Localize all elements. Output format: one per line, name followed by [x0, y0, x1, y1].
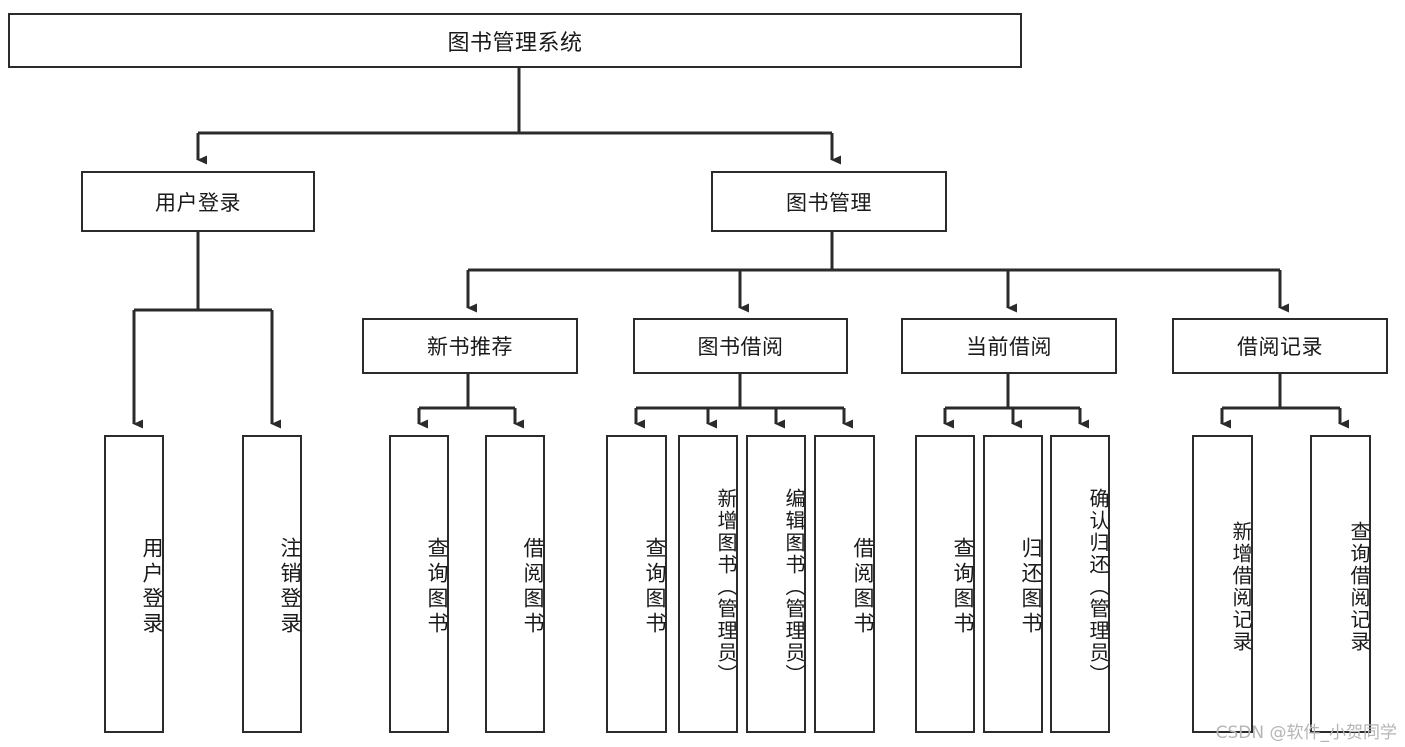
node-leaf-user-login-signout[interactable]: 注销登录	[242, 435, 302, 733]
node-label: 当前借阅	[966, 335, 1052, 359]
node-label: 借阅图书	[851, 537, 875, 637]
node-label: 借阅记录	[1237, 335, 1323, 359]
node-leaf-current-borrow-return-book[interactable]: 归还图书	[983, 435, 1043, 733]
node-root-book-management-system[interactable]: 图书管理系统	[8, 13, 1022, 68]
node-label: 查询借阅记录	[1347, 521, 1371, 653]
node-label: 图书管理	[786, 190, 872, 215]
node-label: 新增图书（管理员）	[714, 488, 738, 686]
node-leaf-borrow-record-add-record[interactable]: 新增借阅记录	[1192, 435, 1253, 733]
node-leaf-new-book-query-book[interactable]: 查询图书	[389, 435, 449, 733]
node-label: 图书借阅	[697, 335, 784, 359]
node-label: 图书管理系统	[447, 30, 583, 56]
watermark-credit: CSDN @软件_小贺同学	[1215, 723, 1397, 743]
node-label: 归还图书	[1019, 537, 1043, 637]
node-label: 编辑图书（管理员）	[782, 488, 806, 686]
node-book-borrow[interactable]: 图书借阅	[633, 318, 848, 374]
node-borrow-record[interactable]: 借阅记录	[1172, 318, 1388, 374]
node-current-borrow[interactable]: 当前借阅	[901, 318, 1117, 374]
node-leaf-user-login-signin[interactable]: 用户登录	[104, 435, 164, 733]
node-label: 注销登录	[278, 537, 302, 637]
node-leaf-book-borrow-query-book[interactable]: 查询图书	[606, 435, 667, 733]
node-new-book-recommend[interactable]: 新书推荐	[362, 318, 578, 374]
node-label: 查询图书	[425, 537, 449, 637]
node-leaf-new-book-borrow-book[interactable]: 借阅图书	[485, 435, 545, 733]
node-leaf-book-borrow-borrow-book[interactable]: 借阅图书	[814, 435, 875, 733]
node-label: 查询图书	[643, 537, 667, 637]
node-label: 用户登录	[140, 537, 164, 637]
node-leaf-current-borrow-confirm-return-admin[interactable]: 确认归还（管理员）	[1050, 435, 1110, 733]
node-label: 确认归还（管理员）	[1086, 488, 1110, 686]
node-leaf-book-borrow-edit-book-admin[interactable]: 编辑图书（管理员）	[746, 435, 806, 733]
node-label: 借阅图书	[521, 537, 545, 637]
node-leaf-book-borrow-add-book-admin[interactable]: 新增图书（管理员）	[678, 435, 738, 733]
node-user-login[interactable]: 用户登录	[81, 171, 315, 232]
node-book-management[interactable]: 图书管理	[711, 171, 947, 232]
node-label: 新增借阅记录	[1229, 521, 1253, 653]
node-label: 用户登录	[155, 190, 241, 215]
node-label: 查询图书	[951, 537, 975, 637]
node-leaf-borrow-record-query-record[interactable]: 查询借阅记录	[1310, 435, 1371, 733]
node-label: 新书推荐	[427, 335, 513, 359]
node-leaf-current-borrow-query-book[interactable]: 查询图书	[915, 435, 975, 733]
